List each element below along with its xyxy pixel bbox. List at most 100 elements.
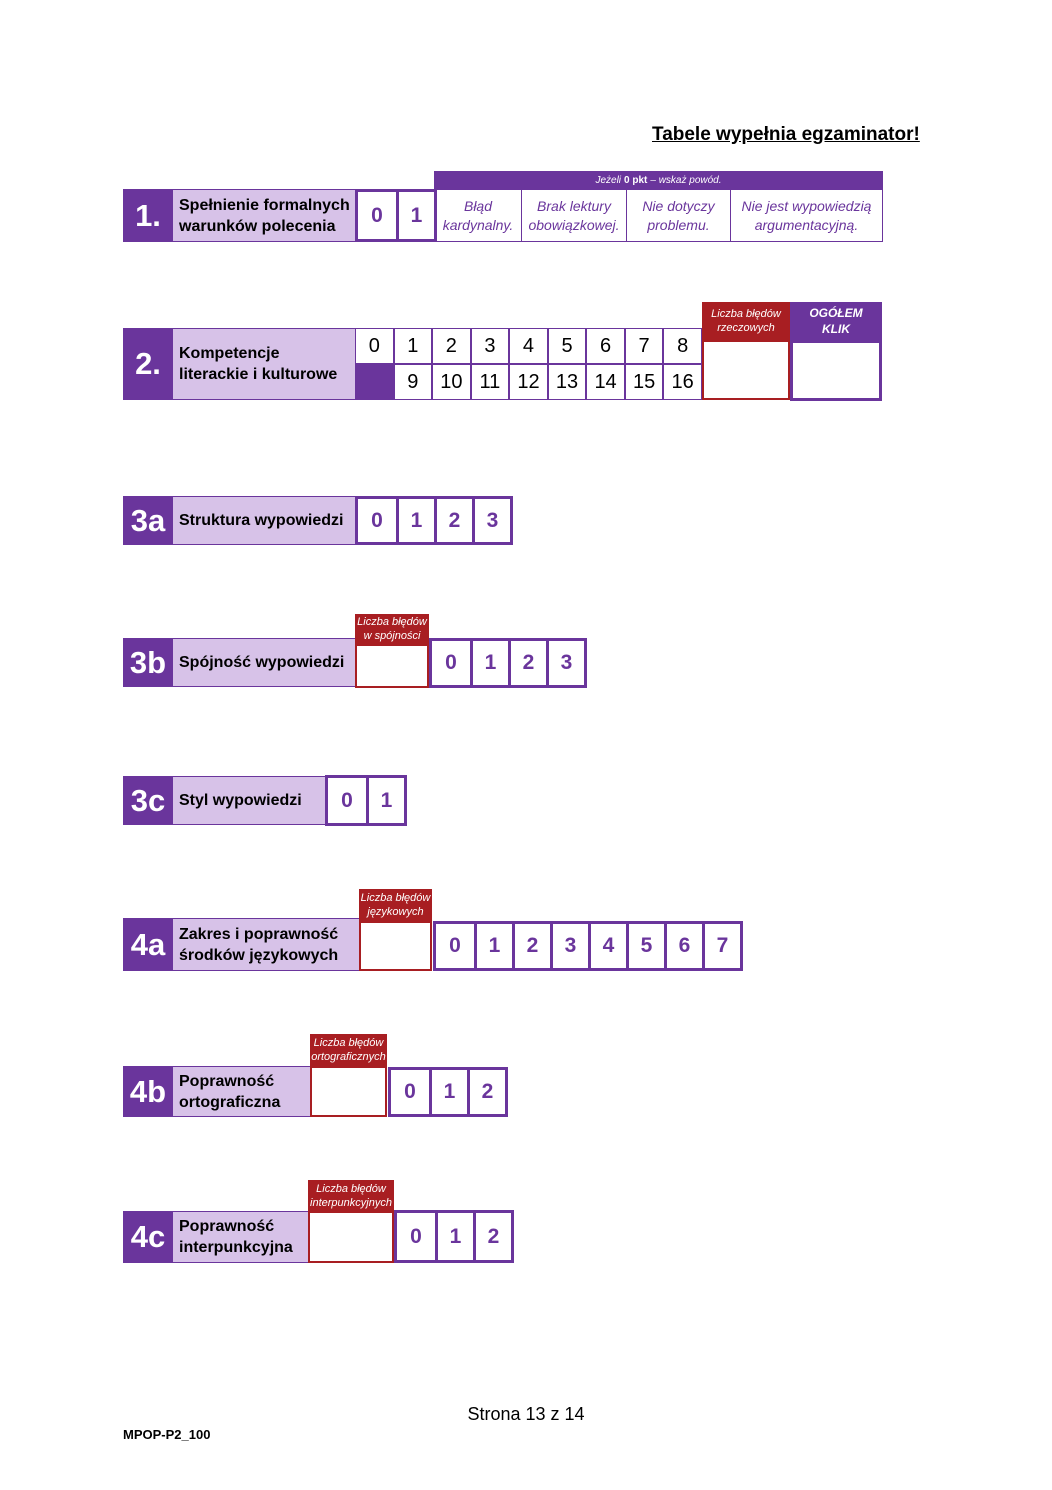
section-2-score-cell[interactable]: 3 <box>470 328 510 364</box>
errors-label-line: Liczba błędów <box>711 308 781 320</box>
errors-label-line: interpunkcyjnych <box>310 1196 392 1209</box>
section-2-score-cell[interactable]: 4 <box>509 328 548 364</box>
section-4b-score-0[interactable]: 0 <box>404 1080 416 1103</box>
section-2-score-cell[interactable]: 5 <box>547 328 587 364</box>
section-4b-label-line2: ortograficzna <box>179 1093 281 1111</box>
section-2-score-cell <box>355 364 394 400</box>
section-4b-errors-input[interactable] <box>310 1066 387 1117</box>
reason-text: Nie jest wypowiedzią <box>741 197 872 214</box>
section-4a-score-2[interactable]: 2 <box>512 924 550 968</box>
section-4a-score-6[interactable]: 6 <box>664 924 702 968</box>
section-2-score-cell[interactable]: 9 <box>393 364 433 400</box>
section-2-score-cell[interactable]: 16 <box>663 364 702 400</box>
zero-points-reason-header: Jeżeli 0 pkt – wskaż powód. <box>434 171 883 189</box>
section-3c-score-1[interactable]: 1 <box>366 778 404 823</box>
section-4b-score-1[interactable]: 1 <box>429 1070 467 1114</box>
section-4a-errors-input[interactable] <box>359 921 432 971</box>
section-3a-score-1[interactable]: 1 <box>396 499 434 542</box>
section-2-score-cell[interactable]: 0 <box>355 328 394 364</box>
errors-label-line: w spójności <box>363 630 421 642</box>
section-4c-score-1[interactable]: 1 <box>435 1213 473 1260</box>
total-label-line: KLIK <box>822 322 850 336</box>
errors-label-line: Liczba błędów <box>316 1182 386 1195</box>
section-3b-score-2[interactable]: 2 <box>508 641 546 685</box>
section-2-score-cell[interactable]: 7 <box>624 328 664 364</box>
reason-header-pre: Jeżeli <box>595 174 622 186</box>
reason-no-reading[interactable]: Brak lektury obowiązkowej. <box>521 190 626 241</box>
section-4a-score-7[interactable]: 7 <box>702 924 740 968</box>
section-2-score-cell[interactable]: 8 <box>663 328 702 364</box>
section-2-label: Kompetencje literackie i kulturowe <box>173 328 355 400</box>
reason-header-post: – wskaż powód. <box>650 174 722 186</box>
section-1-label-line2: warunków polecenia <box>179 217 336 235</box>
reason-text: Brak lektury <box>537 197 611 214</box>
section-2-total-input[interactable] <box>790 340 882 401</box>
section-3c-scores: 0 1 <box>325 775 407 826</box>
section-2-score-cell[interactable]: 11 <box>470 364 510 400</box>
section-4b-label: Poprawność ortograficzna <box>173 1066 310 1117</box>
section-4b-score-2[interactable]: 2 <box>467 1070 505 1114</box>
section-4a-score-0[interactable]: 0 <box>449 934 461 957</box>
section-3b-scores: 0 1 2 3 <box>429 638 587 688</box>
section-4a-score-3[interactable]: 3 <box>550 924 588 968</box>
reason-text: obowiązkowej. <box>528 216 620 233</box>
section-1-score-1[interactable]: 1 <box>396 192 434 239</box>
section-3a-label: Struktura wypowiedzi <box>173 496 355 545</box>
errors-label-line: ortograficznych <box>311 1051 386 1063</box>
section-1-score-0[interactable]: 0 <box>371 203 383 227</box>
reason-text: Nie dotyczy <box>642 197 715 214</box>
section-4b-label-line1: Poprawność <box>179 1072 275 1090</box>
section-3c-score-0[interactable]: 0 <box>341 788 353 812</box>
section-3b-score-3[interactable]: 3 <box>546 641 584 685</box>
errors-label-line: Liczba błędów <box>357 616 427 628</box>
section-3a-score-3[interactable]: 3 <box>472 499 510 542</box>
errors-label-line: rzeczowych <box>717 322 775 334</box>
section-2-score-cell[interactable]: 6 <box>586 328 625 364</box>
section-2-number: 2. <box>123 328 173 400</box>
section-1-label: Spełnienie formalnych warunków polecenia <box>173 189 355 242</box>
section-2-score-cell[interactable]: 13 <box>547 364 587 400</box>
section-3a-score-0[interactable]: 0 <box>371 508 383 532</box>
section-3b-label: Spójność wypowiedzi <box>173 638 355 687</box>
document-code: MPOP-P2_100 <box>123 1427 211 1442</box>
section-4a-errors-label: Liczba błędów językowych <box>359 889 432 921</box>
errors-label-line: Liczba błędów <box>313 1037 384 1049</box>
section-4a-score-5[interactable]: 5 <box>626 924 664 968</box>
section-4c-errors-label: Liczba błędów interpunkcyjnych <box>308 1180 394 1211</box>
section-4c-label-line1: Poprawność <box>179 1218 275 1235</box>
section-2-score-cell[interactable]: 1 <box>393 328 433 364</box>
reason-text: kardynalny. <box>442 216 514 233</box>
section-4b-errors-label: Liczba błędów ortograficznych <box>310 1034 387 1066</box>
section-2-errors-input[interactable] <box>702 340 790 400</box>
section-2-score-cell[interactable]: 14 <box>586 364 625 400</box>
section-3b-score-0[interactable]: 0 <box>445 651 457 674</box>
section-3b-number: 3b <box>123 638 173 687</box>
section-2-label-line2: literackie i kulturowe <box>179 366 338 383</box>
section-4c-scores: 0 1 2 <box>394 1210 514 1263</box>
section-3b-errors-input[interactable] <box>355 644 429 688</box>
section-1-scores: 0 1 <box>355 189 437 242</box>
section-2-score-cell[interactable]: 15 <box>624 364 664 400</box>
page-number: Strona 13 z 14 <box>467 1404 585 1424</box>
section-4c-score-0[interactable]: 0 <box>410 1224 422 1248</box>
section-3b-score-1[interactable]: 1 <box>470 641 508 685</box>
section-2-score-cell[interactable]: 12 <box>509 364 548 400</box>
errors-label-line: Liczba błędów <box>360 892 431 904</box>
section-4c-errors-input[interactable] <box>308 1211 394 1263</box>
section-2-total-label: OGÓŁEM KLIK <box>790 302 882 340</box>
section-4a-score-4[interactable]: 4 <box>588 924 626 968</box>
errors-label-line: językowych <box>367 906 424 918</box>
section-4c-score-2[interactable]: 2 <box>473 1213 511 1260</box>
section-3a-score-2[interactable]: 2 <box>434 499 472 542</box>
section-2-label-line1: Kompetencje <box>179 345 280 362</box>
section-4a-score-1[interactable]: 1 <box>474 924 512 968</box>
section-1-number: 1. <box>123 189 173 242</box>
section-4a-label-line2: środków językowych <box>179 946 339 964</box>
section-3c-label: Styl wypowiedzi <box>173 776 325 825</box>
section-4b-number: 4b <box>123 1066 173 1117</box>
section-2-score-cell[interactable]: 10 <box>432 364 471 400</box>
section-2-score-cell[interactable]: 2 <box>432 328 471 364</box>
